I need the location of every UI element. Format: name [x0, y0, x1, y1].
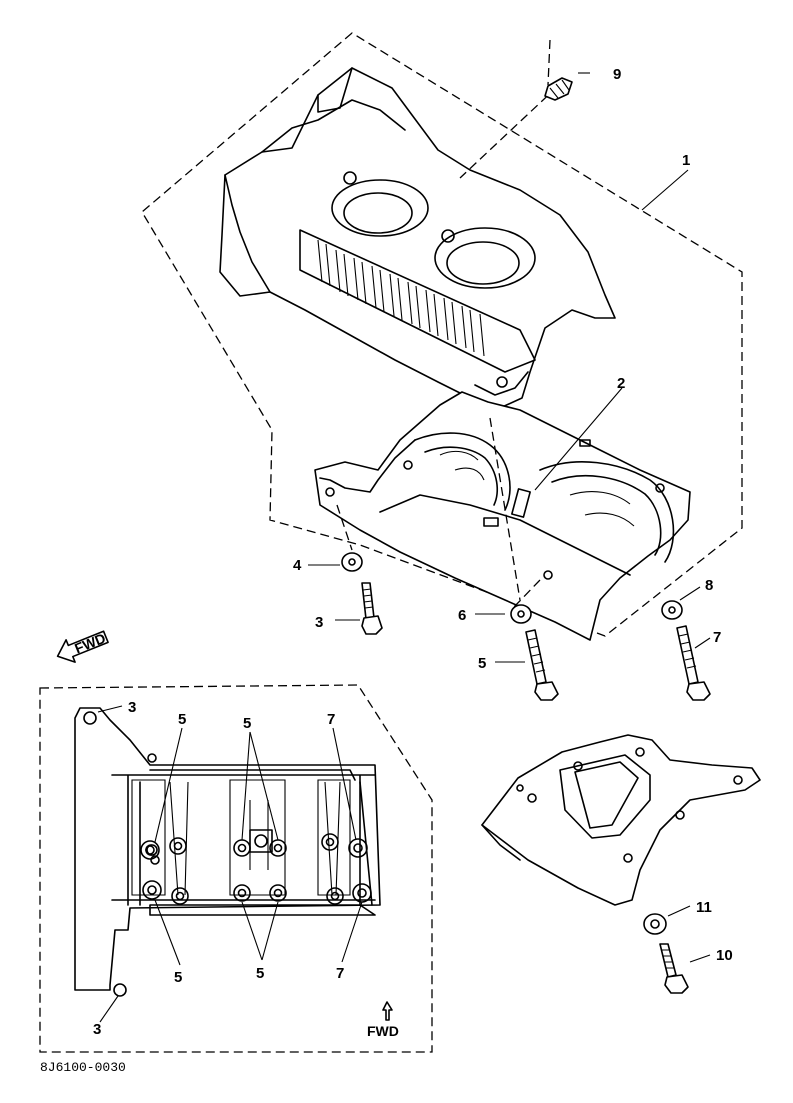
callout-10: 10 — [716, 947, 733, 964]
inset-bolt-positions — [140, 833, 372, 905]
part-11-washer — [643, 913, 667, 935]
leader-lines — [308, 39, 711, 963]
callout-8: 8 — [705, 577, 713, 594]
callout-5: 5 — [478, 655, 486, 672]
bottom-view-inset — [39, 684, 433, 1053]
inset-callout-3-top: 3 — [128, 699, 136, 716]
drawing-code: 8J6100-0030 — [40, 1060, 126, 1075]
callout-2: 2 — [617, 375, 625, 392]
part-8-washer — [661, 600, 683, 620]
inset-callout-7-top: 7 — [327, 711, 335, 728]
fwd-arrow-top: FWD — [56, 630, 109, 663]
part-3-bolt — [361, 582, 383, 635]
inset-callout-5-bottom-left: 5 — [174, 969, 182, 986]
part-5-bolt — [525, 629, 559, 701]
inset-callout-5-top-center: 5 — [243, 715, 251, 732]
part-6-washer — [510, 604, 532, 624]
inset-callout-5-top-left: 5 — [178, 711, 186, 728]
callout-3: 3 — [315, 614, 323, 631]
lower-crankcase — [314, 391, 691, 641]
callout-11: 11 — [696, 899, 712, 916]
callout-1: 1 — [682, 152, 690, 169]
part-7-bolt — [676, 625, 711, 701]
skid-plate-part — [481, 734, 761, 906]
inset-callout-3-bottom: 3 — [93, 1021, 101, 1038]
fwd-label-bottom: FWD — [367, 1023, 399, 1039]
part-10-bolt — [659, 943, 689, 994]
callout-7: 7 — [713, 629, 721, 646]
assembly-boundary — [141, 32, 743, 637]
callout-4: 4 — [293, 557, 302, 574]
inset-callout-7-bottom: 7 — [336, 965, 344, 982]
callout-6: 6 — [458, 607, 466, 624]
upper-crankcase — [219, 67, 616, 409]
inset-callout-5-bottom-center: 5 — [256, 965, 264, 982]
callout-9: 9 — [613, 66, 621, 83]
fwd-arrow-bottom: FWD — [367, 1001, 399, 1039]
part-9-screw — [544, 77, 573, 101]
part-4-washer — [341, 552, 363, 572]
fwd-label-top: FWD — [72, 630, 108, 657]
inset-leaders — [97, 705, 363, 1023]
